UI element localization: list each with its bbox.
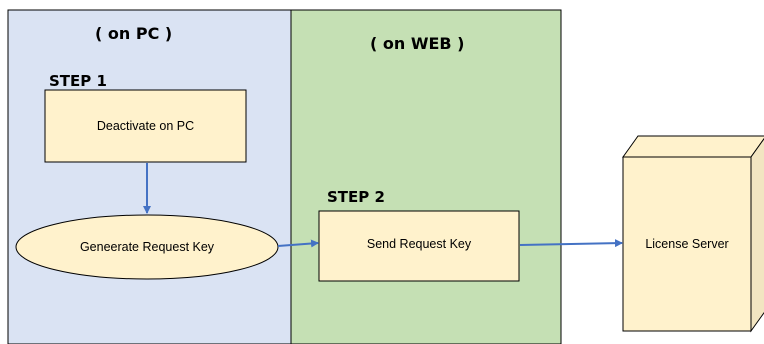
server-box — [622, 135, 764, 333]
deactivate-label: Deactivate on PC — [96, 119, 195, 133]
step1-label: STEP 1 — [49, 72, 107, 90]
deactivate-box — [44, 89, 247, 163]
send-box — [318, 210, 520, 282]
send-label: Send Request Key — [366, 237, 472, 251]
pc-panel — [7, 9, 292, 344]
generate-ellipse — [15, 214, 279, 280]
pc-panel-title: ( on PC ) — [95, 24, 173, 43]
arrow-send-to-server — [519, 239, 623, 248]
arrow-generate-to-send — [277, 239, 319, 248]
web-panel — [290, 9, 562, 344]
server-label: License Server — [645, 237, 729, 251]
step2-label: STEP 2 — [327, 188, 385, 206]
web-panel-title: ( on WEB ) — [370, 34, 465, 53]
generate-label: Geneerate Request Key — [79, 240, 215, 254]
